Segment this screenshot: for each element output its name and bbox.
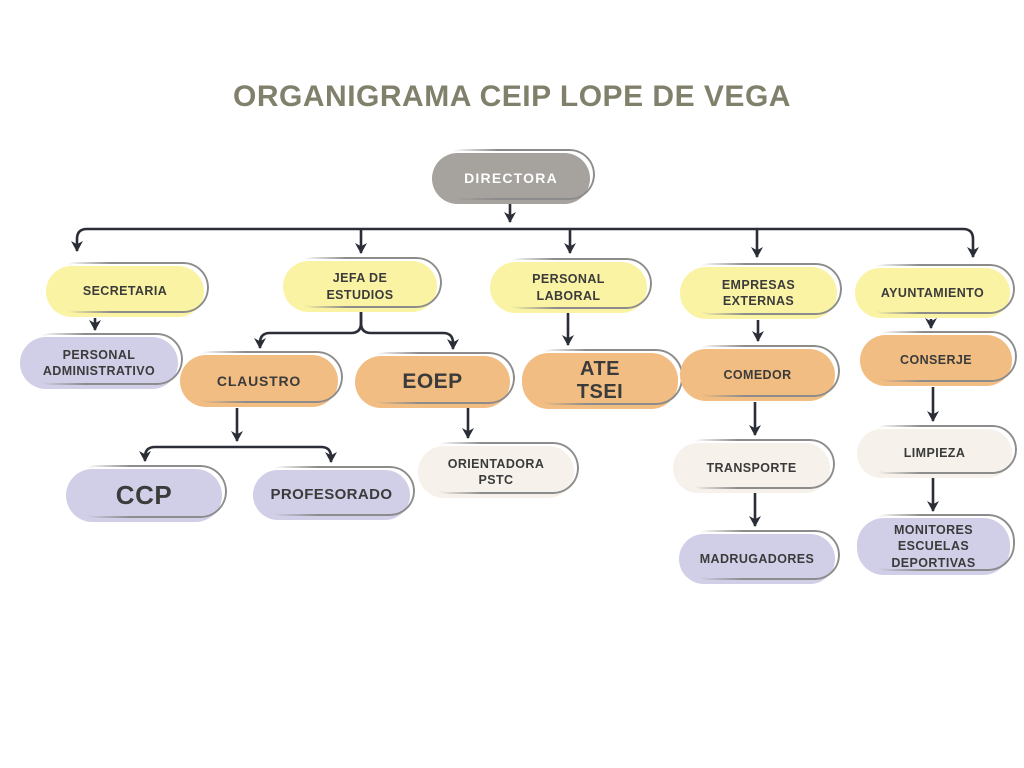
node-ayuntamiento-label: AYUNTAMIENTO (880, 285, 985, 300)
node-ayuntamiento: AYUNTAMIENTO (855, 268, 1010, 318)
node-personal-administrativo-label: PERSONAL ADMINISTRATIVO (42, 347, 156, 378)
node-claustro-label: CLAUSTRO (216, 372, 302, 389)
node-empresas-externas: EMPRESAS EXTERNAS (680, 267, 837, 319)
node-conserje-label: CONSERJE (900, 353, 972, 368)
node-ate-tsei-label: ATE TSEI (576, 358, 624, 403)
node-jefa-estudios: JEFA DE ESTUDIOS (283, 261, 437, 312)
node-limpieza-label: LIMPIEZA (903, 446, 966, 461)
node-monitores-escuelas-deportivas-label: MONITORES ESCUELAS DEPORTIVAS (891, 523, 976, 570)
node-conserje: CONSERJE (860, 335, 1012, 386)
node-personal-laboral: PERSONAL LABORAL (490, 262, 647, 313)
node-directora: DIRECTORA (432, 153, 590, 204)
node-personal-laboral-label: PERSONAL LABORAL (532, 272, 605, 303)
node-jefa-estudios-label: JEFA DE ESTUDIOS (326, 271, 394, 302)
node-madrugadores-label: MADRUGADORES (699, 551, 815, 566)
node-eoep: EOEP (355, 356, 510, 408)
node-personal-administrativo: PERSONAL ADMINISTRATIVO (20, 337, 178, 389)
node-directora-label: DIRECTORA (464, 170, 558, 187)
node-claustro: CLAUSTRO (180, 355, 338, 407)
node-comedor-label: COMEDOR (723, 367, 792, 382)
node-orientadora-pstc: ORIENTADORA PSTC (418, 446, 574, 498)
node-empresas-externas-label: EMPRESAS EXTERNAS (721, 277, 796, 308)
node-limpieza: LIMPIEZA (857, 429, 1012, 478)
node-secretaria: SECRETARIA (46, 266, 204, 317)
node-ccp-label: CCP (115, 479, 173, 510)
node-secretaria-label: SECRETARIA (82, 284, 168, 299)
node-monitores-escuelas-deportivas: MONITORES ESCUELAS DEPORTIVAS (857, 518, 1010, 575)
connector-directora-bus (71, 204, 979, 258)
node-comedor: COMEDOR (680, 349, 835, 401)
node-eoep-label: EOEP (402, 370, 463, 394)
node-orientadora-pstc-label: ORIENTADORA PSTC (447, 456, 545, 487)
node-ccp: CCP (66, 469, 222, 522)
page-title: ORGANIGRAMA CEIP LOPE DE VEGA (233, 80, 791, 113)
node-transporte-label: TRANSPORTE (706, 460, 797, 475)
node-madrugadores: MADRUGADORES (679, 534, 835, 584)
node-profesorado: PROFESORADO (253, 470, 410, 520)
node-ate-tsei: ATE TSEI (522, 353, 678, 409)
node-profesorado-label: PROFESORADO (270, 486, 393, 504)
node-transporte: TRANSPORTE (673, 443, 830, 493)
